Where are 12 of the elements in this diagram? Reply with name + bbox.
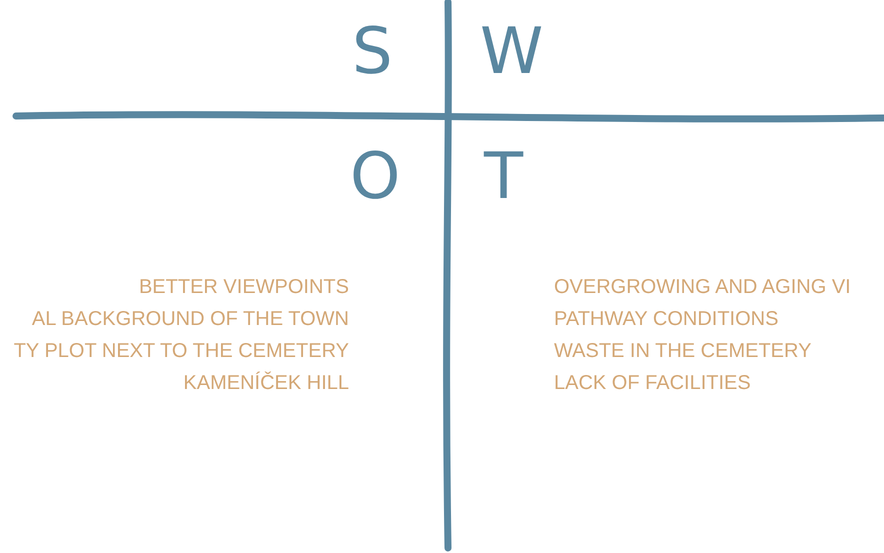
threat-item: OVERGROWING AND AGING VI [554, 275, 851, 300]
threat-item: WASTE IN THE CEMETERY [554, 339, 812, 364]
opportunity-item: BETTER VIEWPOINTS [138, 275, 349, 300]
opportunity-item: TY PLOT NEXT TO THE CEMETERY [14, 339, 349, 364]
threat-item: LACK OF FACILITIES [554, 371, 751, 396]
quadrant-letter: T [484, 145, 524, 209]
quadrant-letter: S [352, 20, 393, 84]
opportunity-item: AL BACKGROUND OF THE TOWN [32, 307, 349, 332]
quadrant-letter: W [480, 20, 544, 84]
opportunity-item: KAMENÍČEK HILL [183, 370, 349, 396]
threat-item: PATHWAY CONDITIONS [554, 307, 778, 332]
quadrant-letter: O [350, 145, 400, 209]
